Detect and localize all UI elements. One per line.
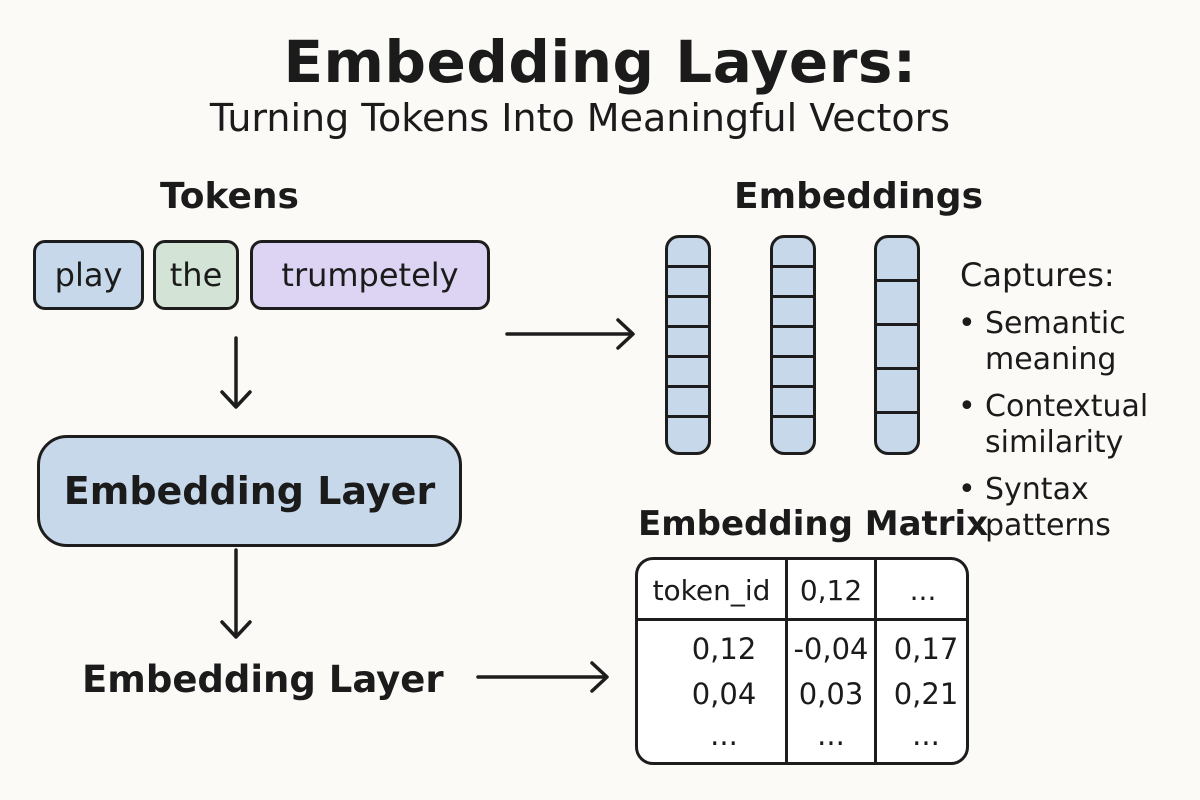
embedding-layer-box: Embedding Layer xyxy=(37,435,462,547)
bullet: • xyxy=(958,306,976,341)
matrix-header-cell: token_id xyxy=(652,573,771,607)
matrix-cell: ... xyxy=(912,718,940,752)
matrix-column-divider xyxy=(874,560,877,762)
captures-item-line: Syntax xyxy=(985,472,1089,507)
captures-title: Captures: xyxy=(960,256,1115,294)
token-label: the xyxy=(169,256,223,294)
arrow-layer-to-matrix xyxy=(476,661,609,693)
matrix-header-cell: 0,12 xyxy=(799,573,863,607)
arrow-tokens-to-layer xyxy=(220,336,252,409)
captures-item-line: meaning xyxy=(985,342,1117,377)
token-trumpetely: trumpetely xyxy=(250,240,490,310)
diagram-title: Embedding Layers: xyxy=(283,28,917,96)
captures-item-line: patterns xyxy=(985,508,1111,543)
embedding-vector-1 xyxy=(665,235,711,455)
matrix-cell: 0,03 xyxy=(798,677,864,711)
captures-item: • Semantic meaning xyxy=(958,306,1148,378)
captures-item-line: Contextual xyxy=(985,389,1149,424)
captures-list: • Semantic meaning • Contextual similari… xyxy=(958,306,1148,555)
bullet: • xyxy=(958,472,976,507)
embedding-layer-box-label: Embedding Layer xyxy=(63,469,436,513)
embedding-layer-label: Embedding Layer xyxy=(82,658,444,701)
matrix-cell: 0,04 xyxy=(691,677,757,711)
embedding-vector-2 xyxy=(770,235,816,455)
embeddings-heading: Embeddings xyxy=(734,176,983,217)
matrix-cell: -0,04 xyxy=(793,632,869,666)
bullet: • xyxy=(958,389,976,424)
captures-item-line: Semantic xyxy=(985,306,1126,341)
matrix-cell: ... xyxy=(817,718,845,752)
matrix-column-divider xyxy=(785,560,788,762)
token-label: trumpetely xyxy=(281,256,459,294)
matrix-cell: ... xyxy=(710,718,738,752)
matrix-header-cell: ... xyxy=(909,573,937,607)
token-play: play xyxy=(33,240,144,310)
token-the: the xyxy=(153,240,239,310)
diagram-subtitle: Turning Tokens Into Meaningful Vectors xyxy=(209,96,951,140)
embedding-matrix-table: token_id 0,12 ... 0,12 -0,04 0,17 0,04 0… xyxy=(635,557,969,765)
matrix-cell: 0,21 xyxy=(893,677,959,711)
tokens-heading: Tokens xyxy=(160,176,299,217)
matrix-title: Embedding Matrix xyxy=(638,504,989,544)
captures-item: • Syntax patterns xyxy=(958,472,1148,544)
matrix-header-divider xyxy=(638,618,966,621)
arrow-tokens-to-embeddings xyxy=(505,318,635,350)
captures-item: • Contextual similarity xyxy=(958,389,1148,461)
token-label: play xyxy=(54,256,123,294)
arrow-layer-to-label xyxy=(220,548,252,639)
embedding-vector-3 xyxy=(874,235,920,455)
matrix-cell: 0,12 xyxy=(691,632,757,666)
matrix-cell: 0,17 xyxy=(893,632,959,666)
captures-item-line: similarity xyxy=(985,425,1124,460)
